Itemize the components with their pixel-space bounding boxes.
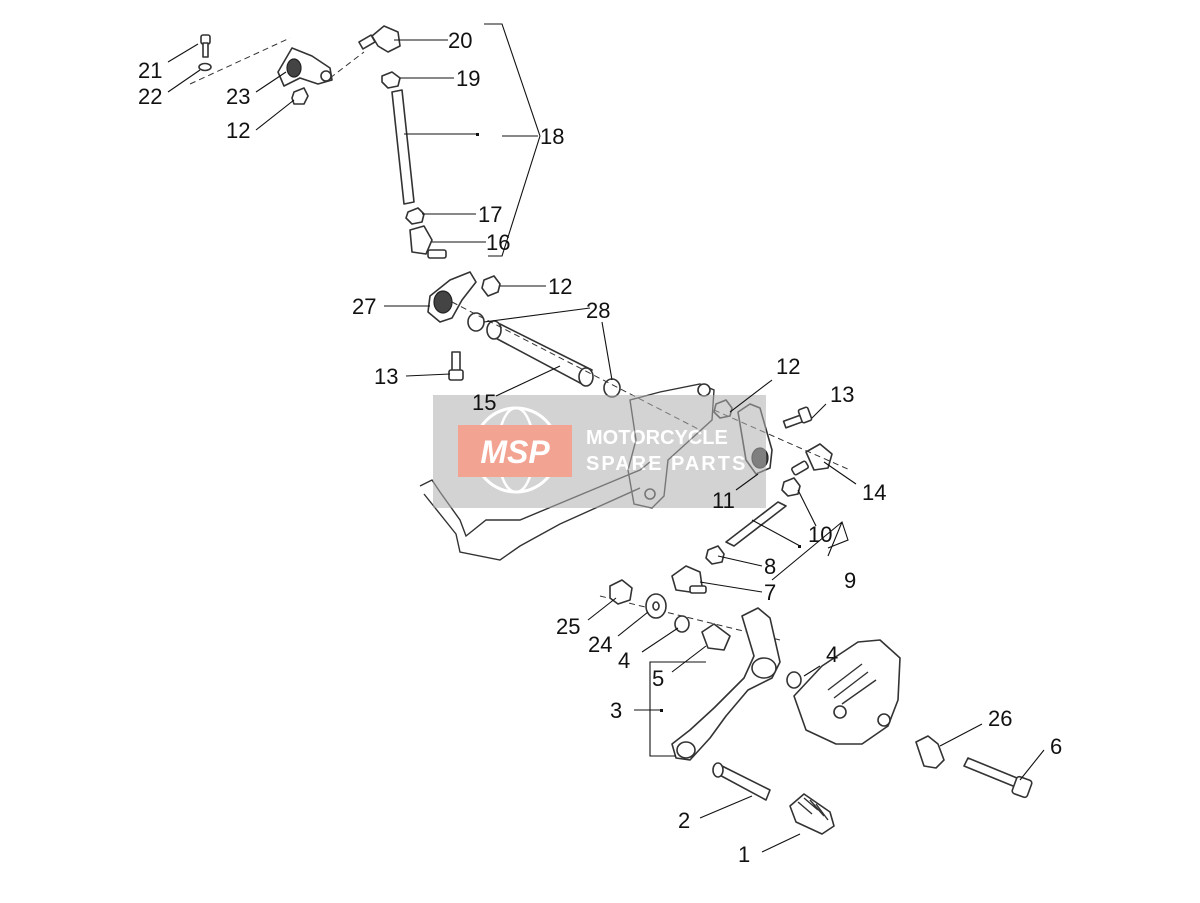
nut-8 bbox=[705, 545, 725, 565]
bushing-5 bbox=[701, 623, 731, 651]
callout-1: 1 bbox=[738, 842, 750, 867]
callout-20: 20 bbox=[448, 28, 472, 53]
callout-7: 7 bbox=[764, 580, 776, 605]
callout-18: 18 bbox=[540, 124, 564, 149]
callout-13: 13 bbox=[830, 382, 854, 407]
callout-22: 22 bbox=[138, 84, 162, 109]
callout-15: 15 bbox=[472, 390, 496, 415]
gear-lever-3 bbox=[671, 607, 781, 761]
callout-17: 17 bbox=[478, 202, 502, 227]
callout-14: 14 bbox=[862, 480, 886, 505]
watermark: MSP MOTORCYCLE SPARE PARTS bbox=[433, 395, 766, 508]
callout-27: 27 bbox=[352, 294, 376, 319]
callout-labels: 21 22 23 12 20 19 18 17 16 12 27 28 13 1… bbox=[138, 28, 1062, 867]
lever-27 bbox=[427, 271, 477, 323]
assembly-axis-top bbox=[189, 37, 365, 85]
callout-12: 12 bbox=[226, 118, 250, 143]
callout-26: 26 bbox=[988, 706, 1012, 731]
callout-8: 8 bbox=[764, 554, 776, 579]
ring-28-left bbox=[467, 312, 485, 332]
watermark-logo-box bbox=[458, 425, 572, 477]
callout-23: 23 bbox=[226, 84, 250, 109]
footpeg-rubber-1 bbox=[789, 793, 835, 835]
callout-9: 9 bbox=[844, 568, 856, 593]
callout-4: 4 bbox=[826, 642, 838, 667]
watermark-line2: SPARE PARTS bbox=[586, 453, 747, 475]
callout-11: 11 bbox=[712, 488, 735, 513]
nut-19 bbox=[381, 71, 401, 89]
bushing-26 bbox=[915, 735, 945, 769]
callout-21: 21 bbox=[138, 58, 162, 83]
callout-24: 24 bbox=[588, 632, 612, 657]
rod-9 bbox=[725, 501, 787, 547]
callout-4: 4 bbox=[618, 648, 630, 673]
shaft-15 bbox=[486, 320, 594, 387]
callout-12: 12 bbox=[548, 274, 572, 299]
lever-23 bbox=[277, 47, 333, 87]
callout-3: 3 bbox=[610, 698, 622, 723]
bolt-6 bbox=[963, 757, 1033, 799]
bolt-21 bbox=[200, 34, 211, 58]
ball-joint-16 bbox=[409, 225, 447, 259]
nut-17 bbox=[405, 207, 425, 225]
callout-13: 13 bbox=[374, 364, 398, 389]
leader-lines bbox=[167, 23, 1045, 853]
footrest-bracket bbox=[793, 639, 901, 745]
bolt-13-left bbox=[448, 351, 464, 381]
callout-16: 16 bbox=[486, 230, 510, 255]
bolt-13-right bbox=[782, 406, 813, 429]
ring-4-right bbox=[786, 671, 802, 689]
callout-5: 5 bbox=[652, 666, 664, 691]
ball-joint-20 bbox=[358, 25, 401, 53]
washer-22 bbox=[198, 62, 212, 72]
callout-10: 10 bbox=[808, 522, 832, 547]
nut-12-middle bbox=[481, 275, 501, 297]
ring-4-left bbox=[674, 615, 690, 633]
washer-24 bbox=[645, 593, 667, 619]
nut-12-top bbox=[291, 87, 309, 105]
callout-6: 6 bbox=[1050, 734, 1062, 759]
nut-10 bbox=[781, 477, 801, 497]
callout-25: 25 bbox=[556, 614, 580, 639]
callout-28: 28 bbox=[586, 298, 610, 323]
callout-19: 19 bbox=[456, 66, 480, 91]
pin-2 bbox=[712, 762, 771, 801]
watermark-logo: MSP bbox=[480, 434, 550, 470]
ball-joint-7 bbox=[671, 565, 707, 594]
callout-2: 2 bbox=[678, 808, 690, 833]
watermark-line1: MOTORCYCLE bbox=[586, 427, 728, 449]
callout-12: 12 bbox=[776, 354, 800, 379]
rod-18 bbox=[391, 89, 415, 205]
